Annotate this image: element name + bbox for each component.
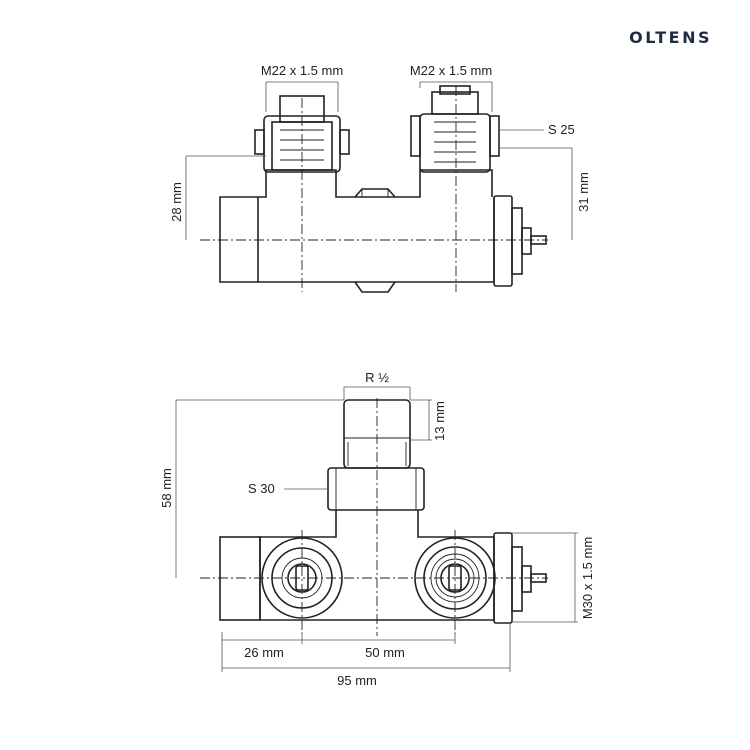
front-endcap-flange xyxy=(511,546,523,612)
top-endcap-nut xyxy=(521,227,532,255)
top-hex-lower xyxy=(354,281,396,293)
front-endcap-nut xyxy=(521,565,532,593)
label-wrench-s25: S 25 xyxy=(548,122,575,137)
top-endcap-flange xyxy=(511,207,523,275)
front-body-left-end xyxy=(219,536,261,621)
top-body-outline xyxy=(219,169,495,283)
label-total-width: 95 mm xyxy=(337,673,377,688)
label-inlet-thread: R ½ xyxy=(365,370,389,385)
top-right-fitting xyxy=(410,85,500,173)
front-hex-nut xyxy=(327,467,425,511)
brand-logo: OLTENS xyxy=(629,28,712,47)
label-height-31: 31 mm xyxy=(576,172,591,212)
label-right-thread: M22 x 1.5 mm xyxy=(410,63,492,78)
label-inlet-length: 13 mm xyxy=(432,401,447,441)
label-spacing-50: 50 mm xyxy=(365,645,405,660)
top-hex-upper xyxy=(354,188,396,198)
top-view: M22 x 1.5 mm M22 x 1.5 mm S 25 28 mm 31 … xyxy=(169,63,591,293)
label-offset-26: 26 mm xyxy=(244,645,284,660)
label-left-thread: M22 x 1.5 mm xyxy=(261,63,343,78)
top-endcap xyxy=(493,195,513,287)
label-height-28: 28 mm xyxy=(169,182,184,222)
label-wrench-s30: S 30 xyxy=(248,481,275,496)
label-side-thread: M30 x 1.5 mm xyxy=(580,537,595,619)
label-total-height: 58 mm xyxy=(159,468,174,508)
front-view: R ½ 13 mm S 30 58 mm M30 x 1.5 mm 26 mm … xyxy=(159,370,595,688)
